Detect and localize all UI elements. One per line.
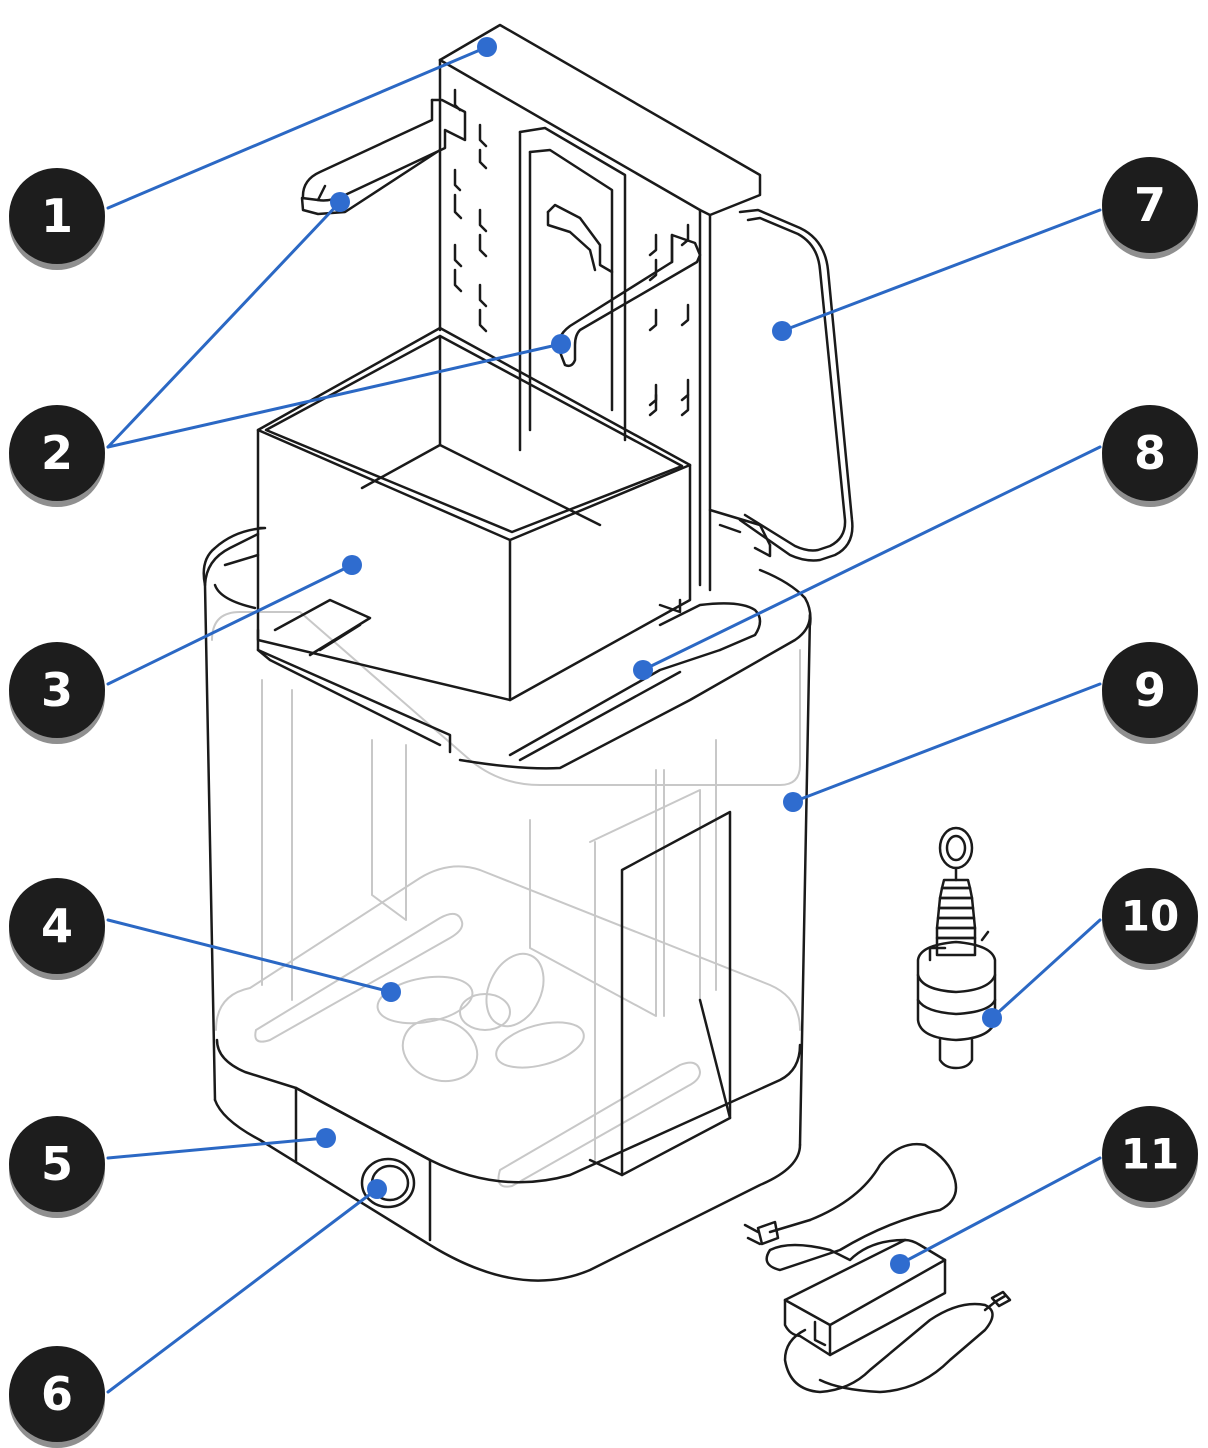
dot-5 <box>316 1128 336 1148</box>
badge-8-label: 8 <box>1134 426 1166 480</box>
dot-3 <box>342 555 362 575</box>
tank-outline <box>204 528 811 1281</box>
handle <box>740 210 852 560</box>
badge-3: 3 <box>9 642 105 744</box>
base-label-area <box>296 1088 430 1160</box>
float-plug <box>918 828 995 1068</box>
dot-6 <box>367 1179 387 1199</box>
callout-dots <box>316 37 1002 1274</box>
leader-10 <box>990 918 1102 1020</box>
dot-2a <box>330 192 350 212</box>
dot-10 <box>982 1008 1002 1028</box>
badge-10-label: 10 <box>1121 892 1179 941</box>
top-tray <box>225 328 760 760</box>
power-adapter <box>745 1144 1010 1392</box>
badge-2: 2 <box>9 405 105 507</box>
dot-7 <box>772 321 792 341</box>
fan-ghost <box>374 945 589 1092</box>
leader-4 <box>106 918 393 994</box>
basket-rack <box>302 25 770 612</box>
leader-9 <box>791 682 1102 804</box>
leader-5 <box>106 1136 328 1160</box>
badge-5: 5 <box>9 1116 105 1218</box>
leader-1 <box>106 45 489 210</box>
badge-10: 10 <box>1102 868 1198 970</box>
basket-frame-front <box>590 812 730 1175</box>
badge-9-label: 9 <box>1134 663 1166 717</box>
badge-6: 6 <box>9 1346 105 1448</box>
badge-6-label: 6 <box>41 1367 73 1421</box>
badge-7: 7 <box>1102 157 1198 259</box>
leader-lines <box>106 45 1102 1394</box>
leader-2a <box>106 200 342 449</box>
leader-8 <box>641 445 1102 672</box>
badge-1: 1 <box>9 168 105 270</box>
callout-badges: 1 2 3 4 5 6 7 <box>9 157 1198 1448</box>
badge-7-label: 7 <box>1134 178 1166 232</box>
leader-7 <box>780 208 1102 333</box>
badge-4: 4 <box>9 878 105 980</box>
leader-2b <box>106 342 563 449</box>
badge-9: 9 <box>1102 642 1198 744</box>
dot-1 <box>477 37 497 57</box>
tank-interior-ghost <box>212 612 800 1187</box>
wash-station-illustration <box>204 25 1010 1392</box>
dot-11 <box>890 1254 910 1274</box>
badge-1-label: 1 <box>41 189 73 243</box>
badge-2-label: 2 <box>41 426 73 480</box>
leader-11 <box>898 1156 1102 1266</box>
badge-3-label: 3 <box>41 663 73 717</box>
dot-8 <box>633 660 653 680</box>
badge-11-label: 11 <box>1121 1130 1179 1179</box>
leader-3 <box>106 563 354 686</box>
badge-11: 11 <box>1102 1106 1198 1208</box>
dot-2b <box>551 334 571 354</box>
badge-4-label: 4 <box>41 899 73 953</box>
dot-4 <box>381 982 401 1002</box>
badge-5-label: 5 <box>41 1137 73 1191</box>
leader-6 <box>106 1187 379 1394</box>
badge-8: 8 <box>1102 405 1198 507</box>
dot-9 <box>783 792 803 812</box>
